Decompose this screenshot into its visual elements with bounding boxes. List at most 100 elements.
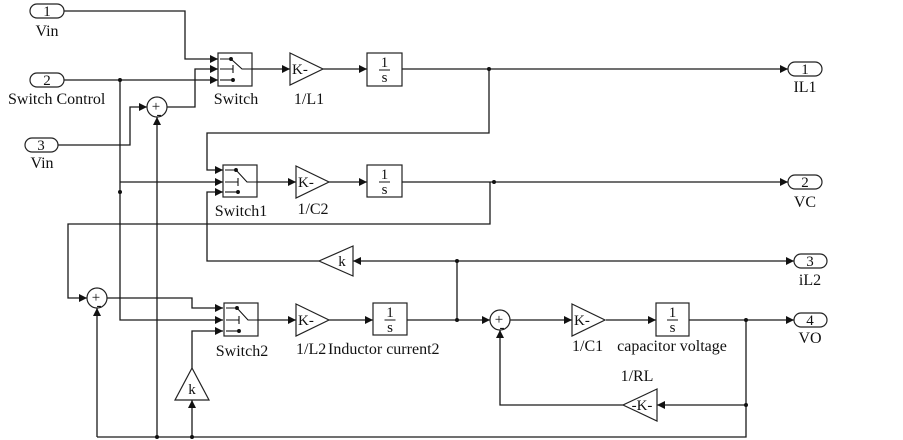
sum-block-3[interactable]: + -	[489, 309, 511, 336]
inport-label: Switch Control	[8, 91, 106, 108]
signal-lines	[58, 10, 794, 438]
gain-k-left[interactable]: k	[317, 245, 354, 277]
inport-label: Vin	[30, 155, 53, 172]
signal-line-sum2-to-switch2[interactable]	[107, 297, 223, 312]
signal-line-gain-k-to-switch1[interactable]	[206, 188, 319, 262]
integrator-numerator: 1	[386, 305, 394, 321]
outport-oval[interactable]	[787, 61, 823, 77]
sum-minus-sign: -	[500, 320, 505, 336]
inport-2[interactable]: 2 Switch Control	[8, 72, 106, 108]
junction-dot	[455, 318, 459, 322]
gain-triangle[interactable]	[174, 366, 210, 401]
integrator-capacitor-voltage[interactable]: 1 s capacitor voltage	[617, 302, 727, 355]
sum-block-2[interactable]: + -	[86, 287, 108, 314]
junction-dot	[492, 180, 496, 184]
outport-oval[interactable]	[793, 253, 828, 269]
inport-oval[interactable]	[24, 137, 59, 153]
outport-label: iL2	[799, 272, 821, 289]
sum-plus-sign: +	[495, 312, 503, 328]
switch2-block[interactable]: Switch2	[216, 302, 268, 360]
gain-label: 1/C1	[572, 338, 603, 355]
outport-number: 3	[806, 254, 814, 270]
inport-oval[interactable]	[29, 3, 65, 19]
sum-minus-sign: -	[157, 107, 162, 123]
signal-line-vin3-to-sum1[interactable]	[58, 103, 147, 146]
switch-block[interactable]: Switch	[214, 52, 258, 108]
gain-1-over-c2[interactable]: K- 1/C2	[295, 165, 331, 218]
outport-oval[interactable]	[793, 312, 828, 328]
switch-icon	[225, 168, 257, 194]
signal-line-vo-feedback-bus[interactable]	[97, 320, 747, 438]
outport-label: IL1	[793, 79, 816, 96]
gain-triangle[interactable]	[295, 165, 331, 199]
gain-label: 1/L2	[296, 341, 326, 358]
integrator-1[interactable]: 1 s	[366, 52, 403, 87]
sum-circle[interactable]	[86, 287, 108, 309]
switch-icon	[220, 57, 252, 82]
outport-4[interactable]: 4 VO	[793, 312, 828, 347]
gain-triangle[interactable]	[571, 303, 607, 337]
signal-line-control-to-switch2[interactable]	[119, 80, 223, 324]
integrator-denominator: s	[382, 70, 388, 86]
integrator-numerator: 1	[669, 305, 677, 321]
inport-3[interactable]: 3 Vin	[24, 137, 59, 172]
gain-label: 1/RL	[621, 368, 654, 385]
inport-number: 3	[37, 138, 45, 154]
sum-minus-sign: -	[97, 298, 102, 314]
outport-2[interactable]: 2 VC	[787, 174, 823, 211]
gain-triangle[interactable]	[295, 303, 331, 337]
inport-number: 1	[43, 4, 51, 20]
outport-3[interactable]: 3 iL2	[793, 253, 828, 289]
junctions	[118, 67, 748, 439]
gain-triangle[interactable]	[317, 245, 354, 277]
outport-number: 1	[801, 62, 809, 78]
gain-1-over-l2[interactable]: K- 1/L2	[295, 303, 331, 358]
outport-label: VO	[798, 330, 821, 347]
integrator-denominator: s	[670, 320, 676, 336]
junction-dot	[487, 67, 491, 71]
signal-line-sum1-to-switch[interactable]	[167, 65, 218, 108]
signal-line-vc-to-sum2[interactable]	[67, 182, 491, 302]
switch-label: Switch1	[215, 203, 267, 220]
junction-dot	[155, 435, 159, 439]
inport-oval[interactable]	[29, 72, 65, 88]
gain-glyph: K-	[298, 313, 314, 329]
integrator-inductor-current2[interactable]: 1 s Inductor current2	[328, 302, 440, 358]
signal-line-vin1-to-switch[interactable]	[64, 10, 218, 63]
gain-k-up[interactable]: k	[174, 366, 210, 401]
junction-dot	[118, 190, 122, 194]
outport-1[interactable]: 1 IL1	[787, 61, 823, 96]
junction-dot	[744, 403, 748, 407]
outport-number: 4	[806, 313, 814, 329]
gain-1-over-c1[interactable]: K- 1/C1	[571, 303, 607, 355]
junction-dot	[744, 318, 748, 322]
inport-label: Vin	[35, 23, 58, 40]
gain-1-over-l1[interactable]: K- 1/L1	[289, 52, 325, 108]
gain-triangle[interactable]	[621, 388, 658, 422]
gain-label: 1/L1	[294, 91, 324, 108]
gain-glyph: k	[188, 382, 196, 398]
sum-block-1[interactable]: + -	[146, 96, 168, 123]
junction-dot	[455, 259, 459, 263]
outport-label: VC	[794, 194, 816, 211]
signal-line-il1-to-switch1[interactable]	[206, 69, 490, 174]
junction-dot	[190, 435, 194, 439]
integrator-box[interactable]	[372, 302, 408, 336]
gain-glyph: k	[338, 254, 346, 270]
switch1-block[interactable]: Switch1	[215, 164, 267, 220]
sum-plus-sign: +	[152, 99, 160, 115]
signal-line-gain-k2-to-switch2[interactable]	[191, 327, 223, 368]
sum-circle[interactable]	[489, 309, 511, 331]
integrator-box[interactable]	[366, 164, 403, 198]
sum-circle[interactable]	[146, 96, 168, 118]
integrator-numerator: 1	[381, 55, 389, 71]
gain-triangle[interactable]	[289, 52, 325, 86]
gain-1-over-rl[interactable]: -K- 1/RL	[621, 368, 658, 422]
inport-1[interactable]: 1 Vin	[29, 3, 65, 40]
integrator-2[interactable]: 1 s	[366, 164, 403, 198]
integrator-numerator: 1	[381, 167, 389, 183]
gain-glyph: -K-	[632, 398, 653, 414]
signal-line-gain-rl-to-sum3[interactable]	[496, 330, 623, 406]
outport-oval[interactable]	[787, 174, 823, 190]
